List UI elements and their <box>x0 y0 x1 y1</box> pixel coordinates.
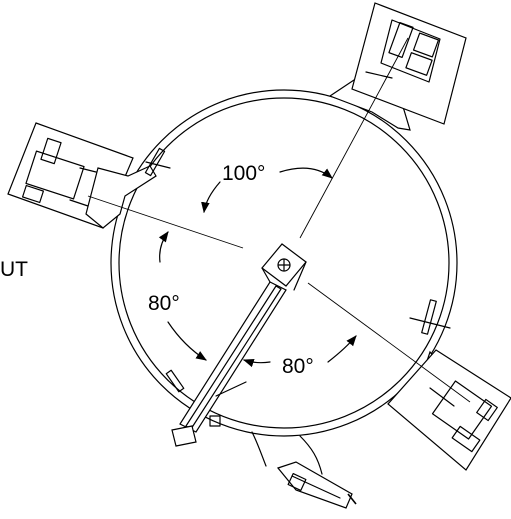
bracket-bottom-right <box>387 349 511 471</box>
bracket-top-right <box>328 2 467 131</box>
center-handle <box>171 243 307 447</box>
angle-label-bottom: 80° <box>282 355 314 378</box>
bracket-left <box>7 122 157 229</box>
arc-80-left-bottom <box>167 321 207 361</box>
angle-label-left: 80° <box>148 292 180 315</box>
angle-arcs <box>158 167 357 368</box>
bottom-hardware <box>165 369 357 509</box>
arc-80-bottom-right <box>327 335 357 363</box>
angle-labels: 100° 80° 80° UT <box>0 162 314 378</box>
center-lines <box>87 37 471 403</box>
ring-ticks <box>144 147 451 335</box>
arc-100-left <box>201 181 221 214</box>
arc-80-left-top <box>158 231 169 263</box>
arc-100-right <box>279 167 333 179</box>
edge-text: UT <box>0 258 28 281</box>
angle-label-top: 100° <box>222 162 265 185</box>
arc-80-bottom-left <box>242 358 271 368</box>
base-ring <box>110 89 458 437</box>
